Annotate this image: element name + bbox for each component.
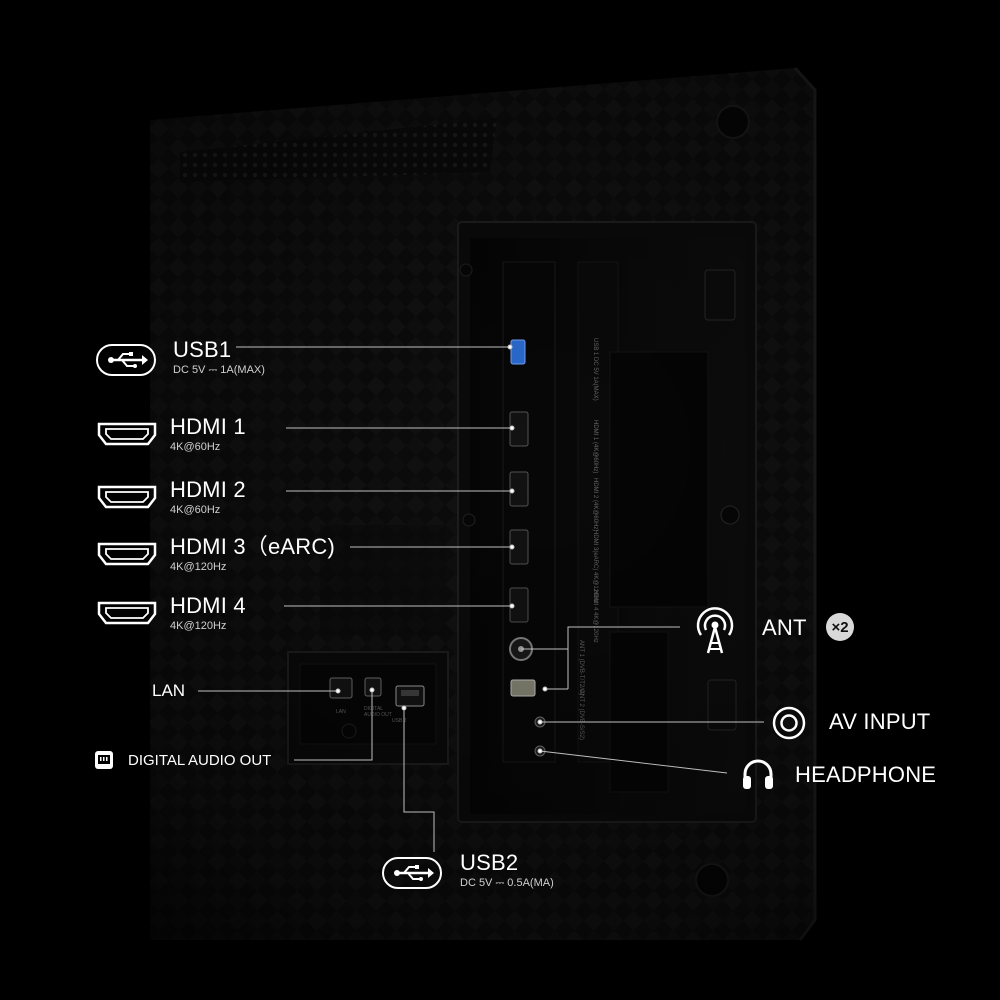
hdmi4-label: HDMI 4 4K@120Hz	[170, 594, 246, 633]
leader-digital-audio	[294, 690, 373, 761]
usb2-label: USB2 DC 5V ⎓ 0.5A(MA)	[460, 851, 554, 890]
ant-title: ANT	[762, 615, 807, 640]
headphone-icon	[743, 759, 773, 789]
av-input-label: AV INPUT	[829, 710, 930, 734]
leader-headphone	[539, 750, 728, 774]
hdmi2-title: HDMI 2	[170, 477, 246, 502]
usb1-label: USB1 DC 5V ⎓ 1A(MAX)	[173, 338, 265, 377]
digital-audio-label: DIGITAL AUDIO OUT	[128, 752, 272, 769]
usb2-title: USB2	[460, 850, 519, 875]
av-input-title: AV INPUT	[829, 709, 931, 734]
hdmi-icon	[97, 485, 157, 509]
leader-usb2	[403, 708, 435, 852]
hdmi1-label: HDMI 1 4K@60Hz	[170, 415, 246, 454]
optical-audio-icon	[95, 751, 113, 769]
ant-label: ANT	[762, 616, 807, 640]
hdmi3-title: HDMI 3（eARC)	[170, 534, 335, 559]
hdmi-icon	[97, 601, 157, 625]
hdmi4-title: HDMI 4	[170, 593, 246, 618]
headphone-title: HEADPHONE	[795, 762, 937, 787]
leader-ant	[521, 626, 680, 650]
lan-label: LAN	[152, 681, 186, 700]
ant-count-badge: ×2	[826, 613, 854, 641]
hdmi2-spec: 4K@60Hz	[170, 504, 221, 516]
usb1-title: USB1	[173, 337, 232, 362]
hdmi-icon	[97, 422, 157, 446]
hdmi2-label: HDMI 2 4K@60Hz	[170, 478, 246, 517]
antenna-icon	[696, 607, 734, 654]
usb-icon	[96, 344, 156, 376]
hdmi3-label: HDMI 3（eARC) 4K@120Hz	[170, 535, 335, 574]
usb2-spec: DC 5V ⎓ 0.5A(MA)	[460, 877, 554, 889]
hdmi3-spec: 4K@120Hz	[170, 561, 227, 573]
av-input-icon	[772, 706, 806, 740]
hdmi-icon	[97, 542, 157, 566]
hdmi4-spec: 4K@120Hz	[170, 620, 227, 632]
hdmi1-spec: 4K@60Hz	[170, 441, 221, 453]
usb1-spec: DC 5V ⎓ 1A(MAX)	[173, 364, 265, 376]
hdmi1-title: HDMI 1	[170, 414, 246, 439]
usb-icon	[382, 857, 442, 889]
headphone-label: HEADPHONE	[795, 763, 936, 787]
